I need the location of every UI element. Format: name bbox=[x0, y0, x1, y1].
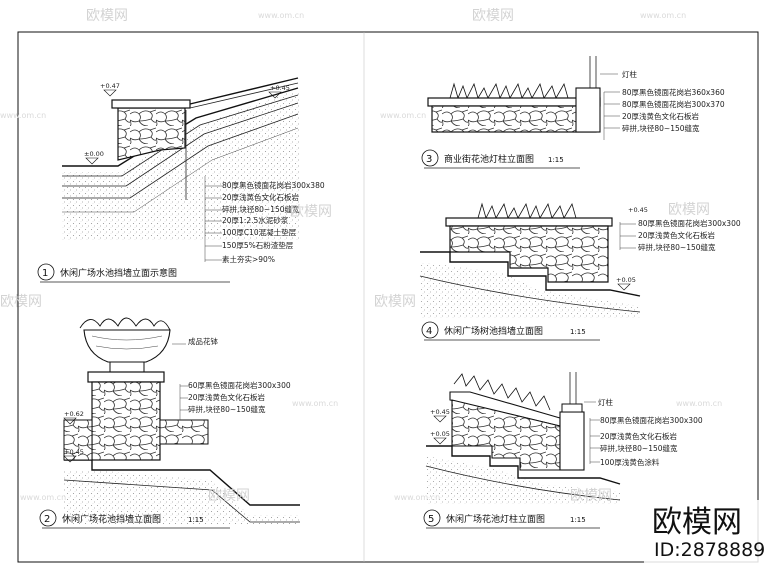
watermark-text: 欧模网 bbox=[374, 294, 416, 310]
detail-title: 休闲广场花池灯柱立面图 bbox=[446, 513, 545, 525]
annotation-label: 碎拼,块径80~150缝宽 bbox=[222, 204, 300, 214]
detail-scale: 1:15 bbox=[188, 516, 204, 524]
detail-scale: 1:15 bbox=[570, 328, 586, 336]
detail-title: 商业街花池灯柱立面图 bbox=[444, 153, 534, 165]
annotation-label: 20厚1:2.5水泥砂浆 bbox=[222, 215, 289, 225]
detail-number-circle bbox=[423, 509, 441, 527]
elevation-label: +0.45 bbox=[430, 408, 450, 416]
annotation-label: 碎拼,块径80~150缝宽 bbox=[622, 123, 700, 133]
sheet-frame bbox=[17, 31, 759, 563]
brand-backdrop bbox=[644, 500, 772, 566]
detail-4-drawing bbox=[419, 202, 641, 318]
detail-number: 1 bbox=[42, 268, 48, 279]
annotation-label: 20厚浅黄色文化石板岩 bbox=[600, 431, 678, 441]
detail-title: 休闲广场花池挡墙立面图 bbox=[62, 513, 161, 525]
watermark-url: www.om.cn bbox=[676, 399, 722, 408]
detail-number: 3 bbox=[426, 154, 432, 165]
detail-scale: 1:15 bbox=[570, 516, 586, 524]
watermark-url: www.om.cn bbox=[0, 111, 46, 120]
annotation-label: 80厚黑色镜面花岗岩300x300 bbox=[600, 415, 703, 425]
annotation-label: 碎拼,块径80~150缝宽 bbox=[638, 242, 716, 252]
brand-id: ID:2878889 bbox=[654, 539, 765, 561]
annotation-label: 80厚黑色镜面花岗岩300x380 bbox=[222, 180, 325, 190]
watermark-text: 欧模网 bbox=[290, 204, 332, 220]
watermark-url: www.om.cn bbox=[20, 493, 66, 502]
elevation-label: +0.45 bbox=[270, 84, 290, 92]
annotation-label: 150厚5%石粉渣垫层 bbox=[222, 240, 294, 250]
annotation-label: 灯柱 bbox=[598, 397, 613, 407]
watermark-text: 欧模网 bbox=[472, 8, 514, 24]
elevation-label: +0.45 bbox=[628, 206, 648, 214]
detail-number-circle bbox=[39, 509, 57, 527]
detail-number-circle bbox=[37, 263, 55, 281]
elevation-label: +0.45 bbox=[64, 448, 84, 456]
annotation-label: 20厚浅黄色文化石板岩 bbox=[622, 111, 700, 121]
detail-5-drawing bbox=[425, 372, 621, 504]
elevation-label: ±0.00 bbox=[84, 150, 104, 158]
watermark-text: 欧模网 bbox=[570, 488, 612, 504]
detail-2-drawing bbox=[63, 317, 300, 525]
watermark-text: 欧模网 bbox=[0, 294, 42, 310]
annotation-label: 素土夯实>90% bbox=[222, 254, 275, 264]
detail-number: 2 bbox=[44, 514, 50, 525]
elevation-label: +0.05 bbox=[616, 276, 636, 284]
annotation-label: 100厚浅黄色涂料 bbox=[600, 457, 660, 467]
annotation-label: 80厚黑色镜面花岗岩300x300 bbox=[638, 218, 741, 228]
annotation-label: 60厚黑色镜面花岗岩300x300 bbox=[188, 380, 291, 390]
annotation-label: 灯柱 bbox=[622, 69, 637, 79]
detail-title: 休闲广场水池挡墙立面示意图 bbox=[60, 267, 177, 279]
detail-title: 休闲广场树池挡墙立面图 bbox=[444, 325, 543, 337]
detail-number: 5 bbox=[428, 514, 434, 525]
annotation-label: 碎拼,块径80~150缝宽 bbox=[600, 443, 678, 453]
annotation-label: 80厚黑色镜面花岗岩300x370 bbox=[622, 99, 725, 109]
annotation-label: 20厚浅黄色文化石板岩 bbox=[222, 192, 300, 202]
detail-number-circle bbox=[421, 149, 439, 167]
watermark-layer: 欧模网 www.om.cn 欧模网 www.om.cn 欧模网 欧模网 www.… bbox=[0, 8, 722, 504]
watermark-url: www.om.cn bbox=[640, 11, 686, 20]
watermark-url: www.om.cn bbox=[380, 111, 426, 120]
watermark-text: 欧模网 bbox=[86, 8, 128, 24]
elevation-label: +0.05 bbox=[430, 430, 450, 438]
annotation-label: 成品花钵 bbox=[188, 336, 218, 346]
watermark-text: 欧模网 bbox=[208, 488, 250, 504]
watermark-url: www.om.cn bbox=[394, 493, 440, 502]
watermark-url: www.om.cn bbox=[258, 11, 304, 20]
brand-name: 欧模网 bbox=[652, 505, 742, 540]
detail-3-drawing bbox=[427, 56, 620, 140]
annotation-label: 100厚C10混凝土垫层 bbox=[222, 227, 297, 237]
detail-scale: 1:15 bbox=[548, 156, 564, 164]
annotation-label: 20厚浅黄色文化石板岩 bbox=[188, 392, 266, 402]
detail-1-drawing bbox=[62, 77, 300, 262]
detail-number: 4 bbox=[426, 326, 432, 337]
annotation-label: 碎拼,块径80~150缝宽 bbox=[188, 404, 266, 414]
elevation-label: +0.62 bbox=[64, 410, 84, 418]
watermark-url: www.om.cn bbox=[292, 399, 338, 408]
elevation-label: +0.47 bbox=[100, 82, 120, 90]
annotation-label: 80厚黑色镜面花岗岩360x360 bbox=[622, 87, 725, 97]
annotation-label: 20厚浅黄色文化石板岩 bbox=[638, 230, 716, 240]
detail-number-circle bbox=[421, 321, 439, 339]
watermark-text: 欧模网 bbox=[668, 202, 710, 218]
